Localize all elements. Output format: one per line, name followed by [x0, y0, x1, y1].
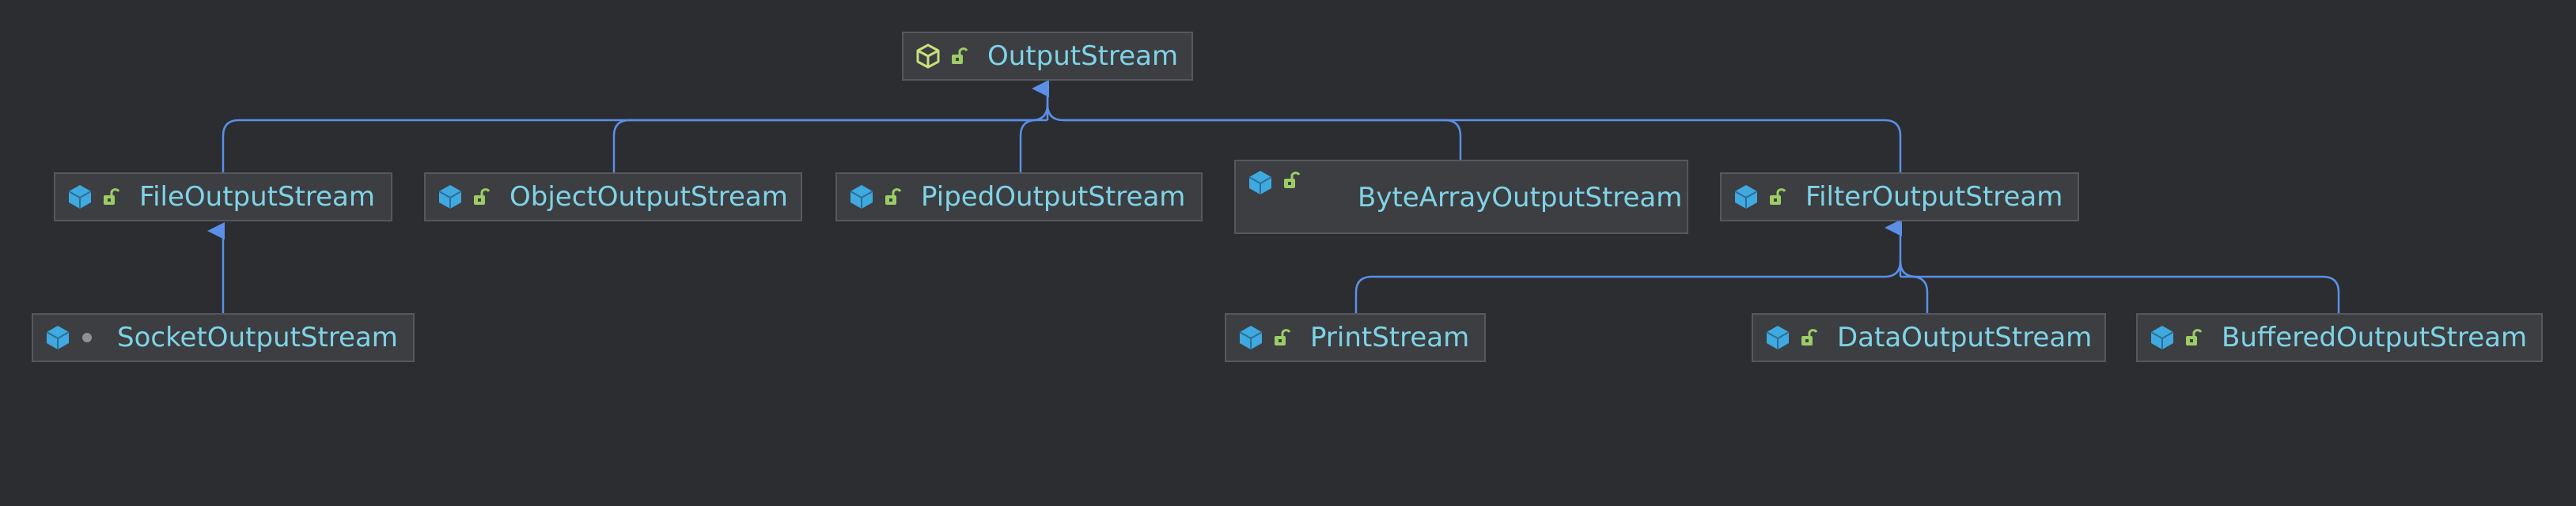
class-icon [1764, 323, 1791, 353]
node-socketoutputstream[interactable]: SocketOutputStream [32, 313, 415, 362]
class-icon [1247, 168, 1274, 198]
public-lock-icon [1282, 169, 1301, 191]
node-label: BufferedOutputStream [2222, 322, 2528, 353]
class-icon [1733, 182, 1760, 212]
public-lock-icon [949, 45, 968, 67]
class-icon [848, 182, 875, 212]
node-label: OutputStream [987, 40, 1179, 72]
class-icon [44, 323, 71, 353]
node-label: FileOutputStream [139, 181, 376, 213]
edge-bufferedoutputstream [1899, 260, 2340, 313]
public-lock-icon [2184, 327, 2203, 349]
node-fileoutputstream[interactable]: FileOutputStream [54, 172, 392, 221]
node-bytearrayoutputstream[interactable]: ByteArrayOutputStream [1234, 160, 1688, 234]
node-label: FilterOutputStream [1805, 181, 2063, 213]
public-lock-icon [1272, 327, 1291, 349]
edges-to-outputstream [222, 80, 1902, 172]
edge-fileoutputstream [222, 82, 1049, 172]
node-outputstream[interactable]: OutputStream [902, 32, 1193, 81]
node-label: PrintStream [1310, 322, 1470, 353]
public-lock-icon [472, 186, 491, 208]
node-pipedoutputstream[interactable]: PipedOutputStream [835, 172, 1203, 221]
public-lock-icon [101, 186, 120, 208]
edge-bytearrayoutputstream [1046, 104, 1462, 160]
public-lock-icon [883, 186, 902, 208]
node-label: PipedOutputStream [921, 181, 1186, 213]
edge-pipedoutputstream [1019, 119, 1047, 172]
edge-filteroutputstream [1063, 119, 1902, 172]
public-lock-icon [1799, 327, 1818, 349]
node-label: ByteArrayOutputStream [1358, 182, 1683, 213]
class-icon [1237, 323, 1264, 353]
interface-icon [915, 41, 941, 71]
edge-dataoutputstream [1900, 275, 1929, 313]
class-icon [437, 182, 464, 212]
node-dataoutputstream[interactable]: DataOutputStream [1752, 313, 2106, 362]
node-printstream[interactable]: PrintStream [1225, 313, 1486, 362]
node-label: ObjectOutputStream [510, 181, 788, 213]
edge-objectoutputstream [612, 119, 1032, 172]
class-icon [66, 182, 93, 212]
public-lock-icon [1767, 186, 1786, 208]
node-objectoutputstream[interactable]: ObjectOutputStream [424, 172, 802, 221]
node-bufferedoutputstream[interactable]: BufferedOutputStream [2136, 313, 2543, 362]
node-label: DataOutputStream [1837, 322, 2093, 353]
package-private-dot-icon [79, 327, 98, 349]
edges-to-filteroutputstream [1354, 219, 2340, 313]
class-icon [2149, 323, 2176, 353]
node-label: SocketOutputStream [117, 322, 398, 353]
edge-printstream [1354, 260, 1902, 313]
node-filteroutputstream[interactable]: FilterOutputStream [1720, 172, 2079, 221]
